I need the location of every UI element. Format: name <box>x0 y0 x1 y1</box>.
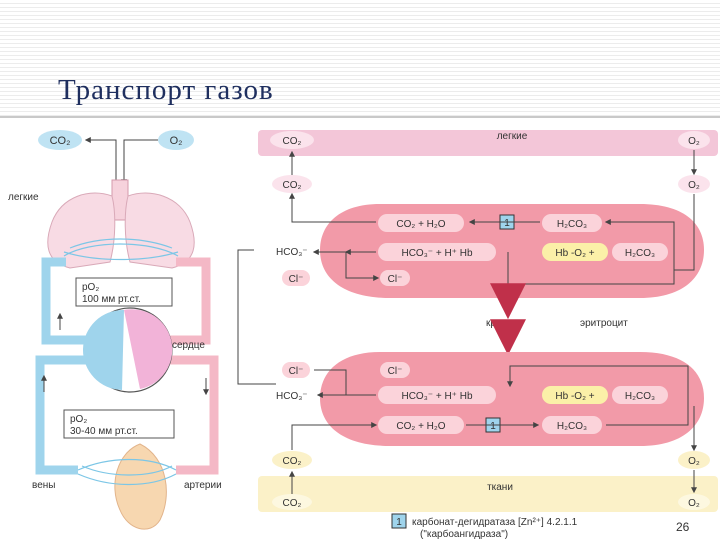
left-panel: CO₂ O₂ легкие pO₂ 100 мм рт.ст. сердце p… <box>8 130 222 530</box>
hb-o2-bottom: Hb -O₂ + <box>555 391 594 402</box>
hco3-h-hb-bottom: HCO₃⁻ + H⁺ Hb <box>401 391 472 402</box>
o2-top-right-label: O₂ <box>688 136 700 147</box>
systemic-vein <box>35 355 98 475</box>
hco3-row-bottom-bg <box>378 386 496 404</box>
systemic-artery <box>162 355 219 475</box>
lungs-label-left: легкие <box>8 192 39 203</box>
gas-transport-diagram: CO₂ O₂ легкие pO₂ 100 мм рт.ст. сердце p… <box>8 130 718 540</box>
o2-bubble-bottom <box>678 494 710 510</box>
erythrocyte-label: эритроцит <box>580 318 628 329</box>
o2-inhale-label: O₂ <box>688 180 700 191</box>
co2-into-rbc <box>291 422 378 450</box>
co2-bottom-label: CO₂ <box>283 498 302 509</box>
legend-enzyme-box <box>391 513 407 529</box>
po2-tissue-box <box>63 409 175 439</box>
heart-label: сердце <box>172 340 205 351</box>
tissues-band-label: ткани <box>487 482 513 493</box>
enzyme-num-top: 1 <box>504 218 510 229</box>
cl-exchange-top <box>345 252 380 281</box>
co2-out-arrow <box>84 137 117 186</box>
heart-right-half <box>82 309 124 390</box>
cl-left-top: Cl⁻ <box>289 274 304 285</box>
co2-h2o-bottom-bg <box>378 416 464 434</box>
o2-tissue-label: O₂ <box>688 456 700 467</box>
cl-top-bg <box>380 270 410 286</box>
page-title: Транспорт газов <box>58 74 274 106</box>
po2-lungs-box <box>75 277 173 307</box>
o2-bubble-inhale <box>678 175 710 193</box>
right-lung <box>124 192 195 269</box>
heart-left-half <box>124 309 173 389</box>
co2-bubble-exhale <box>272 175 312 193</box>
loop-top <box>507 219 675 285</box>
legend-line-1: карбонат-дегидратаза [Zn²⁺] 4.2.1.1 <box>412 516 578 528</box>
po2-tissue-value: 30-40 мм рт.ст. <box>70 426 138 437</box>
page-number: 26 <box>676 520 690 534</box>
tissues-band <box>258 476 718 512</box>
lungs-band-label: легкие <box>497 131 528 142</box>
co2-bubble-tissue <box>272 451 312 469</box>
h2co3-bottom: H₂CO₃ <box>557 421 587 432</box>
o2-label-left: O₂ <box>170 135 183 147</box>
loop-bottom <box>507 365 689 426</box>
hco3-left-bottom: HCO₃⁻ <box>276 391 308 402</box>
o2-bubble-top-right <box>678 131 710 149</box>
h2co3-2-top-bg <box>612 243 668 261</box>
title-divider <box>0 116 720 118</box>
cl-left-bottom: Cl⁻ <box>289 366 304 377</box>
cl-top: Cl⁻ <box>388 274 403 285</box>
legend-enzyme-num: 1 <box>396 517 402 528</box>
hb-o2-top-bg <box>542 243 608 261</box>
co2-tissue-label: CO₂ <box>283 456 302 467</box>
right-panel: легкие CO₂ O₂ CO₂ O₂ CO₂ + H₂O 1 H₂CO₃ H… <box>258 130 718 540</box>
cl-left-top-bg <box>282 270 310 286</box>
lung-capillaries <box>63 238 179 261</box>
co2-label-left: CO₂ <box>50 135 71 147</box>
cl-left-bottom-bg <box>282 362 310 378</box>
cl-bottom-bg <box>380 362 410 378</box>
hco3-row-top-bg <box>378 243 496 261</box>
o2-bubble-tissue <box>678 451 710 469</box>
co2-bubble-top <box>270 131 314 149</box>
pulmonary-vein-loop <box>41 257 98 345</box>
hb-o2-top: Hb -O₂ + <box>555 248 594 259</box>
h2co3-bottom-bg <box>542 416 602 434</box>
h2co3-top-bg <box>542 214 602 232</box>
tissue-organ <box>114 443 167 530</box>
co2-exhale-label: CO₂ <box>283 180 302 191</box>
po2-lungs-value: 100 мм рт.ст. <box>82 294 141 305</box>
hb-o2-bottom-bg <box>542 386 608 404</box>
h2co3-2-bottom: H₂CO₃ <box>625 391 655 402</box>
lungs-band <box>258 130 718 156</box>
h2co3-2-bottom-bg <box>612 386 668 404</box>
co2-h2o-top: CO₂ + H₂O <box>396 219 445 230</box>
co2-top-label: CO₂ <box>283 136 302 147</box>
co2-release-line <box>289 192 376 223</box>
h2co3-top: H₂CO₃ <box>557 219 587 230</box>
panel-bracket <box>237 249 276 385</box>
co2-h2o-top-bg <box>378 214 464 232</box>
veins-label: вены <box>32 480 55 491</box>
cl-bottom: Cl⁻ <box>388 366 403 377</box>
legend-line-2: ("карбоангидраза") <box>420 528 508 540</box>
arteries-label: артерии <box>184 480 222 491</box>
hco3-h-hb-top: HCO₃⁻ + H⁺ Hb <box>401 248 472 259</box>
blood-label: кровь <box>486 318 512 329</box>
pulmonary-artery-loop <box>162 257 211 345</box>
co2-bubble-left <box>38 130 82 150</box>
left-lung <box>47 192 116 269</box>
h2co3-2-top: H₂CO₃ <box>625 248 655 259</box>
o2-uptake-line <box>674 194 695 271</box>
o2-bubble-left <box>158 130 194 150</box>
enzyme-num-bottom: 1 <box>490 421 496 432</box>
tissue-capillaries <box>77 458 177 486</box>
co2-bubble-bottom <box>272 494 312 510</box>
o2-in-arrow <box>121 139 158 186</box>
o2-bottom-label: O₂ <box>688 498 700 509</box>
po2-lungs-label: pO₂ <box>82 282 99 293</box>
hco3-left-top: HCO₃⁻ <box>276 247 308 258</box>
co2-h2o-bottom: CO₂ + H₂O <box>396 421 445 432</box>
header-background <box>0 0 720 118</box>
po2-tissue-label: pO₂ <box>70 414 87 425</box>
